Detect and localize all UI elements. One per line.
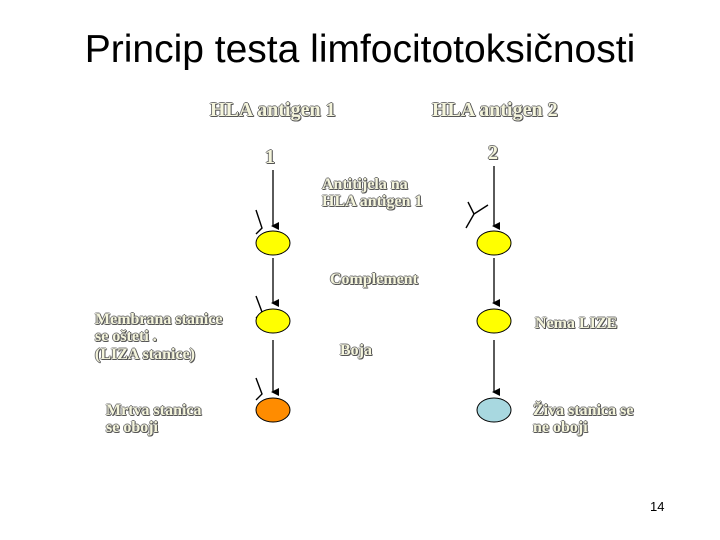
dye-label: Boja [340,342,372,359]
antigen-1-marker: 1 [265,146,275,168]
no-lysis-label: Nema LIZE [535,315,618,332]
cell-right-1 [476,230,512,256]
page-number: 14 [650,499,665,514]
hla-antigen-2-label: HLA antigen 2 [432,99,558,121]
hla-antigen-1-label: HLA antigen 1 [210,99,336,121]
slide-title: Princip testa limfocitotoksičnosti [84,28,636,71]
cell-right-2 [476,308,512,334]
complement-label: Complement [330,271,418,288]
cell-left-1 [255,230,291,256]
live-cell-label: Živa stanica se ne oboji [533,402,634,437]
cell-right-live [476,397,512,423]
antibody-label: Antitijela na HLA antigen 1 [322,176,423,211]
dead-cell-label: Mrtva stanica se oboji [106,402,202,437]
cell-left-dead [255,397,291,423]
membrane-damage-label: Membrana stanice se ošteti . (LIZA stani… [95,311,223,363]
antibody-y-icon [465,201,489,229]
antigen-2-marker: 2 [488,142,498,164]
cell-left-2 [255,308,291,334]
